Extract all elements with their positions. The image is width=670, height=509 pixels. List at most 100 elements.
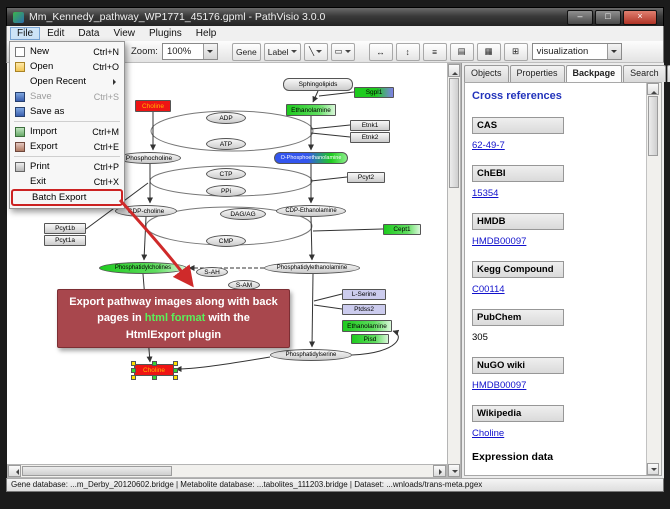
zoom-combobox[interactable]: 100%: [161, 43, 218, 60]
node-cept1[interactable]: Cept1: [383, 224, 421, 235]
tool--[interactable]: ▭: [330, 42, 355, 61]
tab-backpage[interactable]: Backpage: [565, 65, 623, 82]
scroll-right-button[interactable]: [433, 465, 446, 477]
tab-legend[interactable]: Legend: [666, 65, 670, 82]
visualization-combobox[interactable]: visualization: [531, 43, 622, 60]
status-bar: Gene database: ...m_Derby_20120602.bridg…: [6, 478, 664, 492]
node-choline-top[interactable]: Choline: [135, 100, 171, 112]
menu-item-save-as[interactable]: Save as: [11, 104, 123, 119]
selection-handle[interactable]: [131, 368, 136, 373]
selection-handle[interactable]: [173, 375, 178, 380]
canvas-vertical-scrollbar[interactable]: [447, 63, 461, 478]
annotation-line1: Export pathway images along with back: [69, 295, 278, 308]
node-phosphatidylethanolamine[interactable]: Phosphatidylethanolamine: [264, 262, 360, 274]
maximize-button[interactable]: □: [595, 9, 621, 25]
scroll-up-button[interactable]: [647, 83, 659, 95]
menu-data[interactable]: Data: [78, 28, 100, 39]
node-ethanolamine-top[interactable]: Ethanolamine: [286, 104, 336, 116]
node-ppi[interactable]: PPi: [206, 185, 246, 197]
node-adp[interactable]: ADP: [206, 112, 246, 124]
node-phosphatidylserine[interactable]: Phosphatidylserine: [270, 349, 352, 361]
scroll-thumb[interactable]: [449, 78, 459, 188]
chevron-down-icon[interactable]: [606, 44, 621, 59]
node-sphingolipids[interactable]: Sphingolipids: [283, 78, 353, 91]
crossref-link[interactable]: Choline: [472, 428, 505, 439]
menu-item-batch-export[interactable]: Batch Export: [11, 189, 123, 206]
node-l-serine[interactable]: L-Serine: [342, 289, 386, 300]
tool-gene[interactable]: Gene: [231, 42, 261, 61]
selection-handle[interactable]: [131, 375, 136, 380]
crossref-link[interactable]: 15354: [472, 188, 499, 199]
menu-plugins[interactable]: Plugins: [148, 28, 182, 39]
panel-scrollbar[interactable]: [646, 83, 661, 475]
node-pcyt1b[interactable]: Pcyt1b: [44, 223, 86, 234]
node-sgpl1[interactable]: Sgpl1: [354, 87, 394, 98]
scroll-thumb[interactable]: [22, 466, 172, 476]
node-ethanolamine-bottom[interactable]: Ethanolamine: [342, 320, 392, 332]
canvas-horizontal-scrollbar[interactable]: [7, 464, 447, 478]
tab-objects[interactable]: Objects: [464, 65, 509, 82]
toolbar-icon-5[interactable]: ⊞: [503, 42, 528, 61]
minimize-button[interactable]: –: [567, 9, 593, 25]
crossref-link[interactable]: C00114: [472, 284, 505, 295]
selection-handle[interactable]: [173, 368, 178, 373]
visualization-value: visualization: [536, 46, 589, 57]
node-choline-bottom[interactable]: Choline: [131, 361, 178, 380]
selection-handle[interactable]: [152, 375, 157, 380]
scroll-down-button[interactable]: [448, 464, 460, 477]
node-ptdss2[interactable]: Ptdss2: [342, 304, 386, 315]
tool-label[interactable]: Label: [263, 42, 301, 61]
chevron-down-icon[interactable]: [202, 44, 217, 59]
toolbar-glyph-icon: ⊞: [512, 46, 520, 56]
node-phosphatidylcholines[interactable]: Phosphatidylcholines: [99, 262, 187, 274]
node-atp[interactable]: ATP: [206, 138, 246, 150]
node-etnk2[interactable]: Etnk2: [350, 132, 390, 143]
crossref-link[interactable]: HMDB00097: [472, 236, 527, 247]
toolbar-icon-3[interactable]: ▤: [449, 42, 474, 61]
node-pisd[interactable]: Pisd: [351, 334, 389, 344]
menu-item-open-recent[interactable]: Open Recent: [11, 74, 123, 89]
selection-handle[interactable]: [152, 361, 157, 366]
node-pcyt1a[interactable]: Pcyt1a: [44, 235, 86, 246]
tab-properties[interactable]: Properties: [509, 65, 565, 82]
node-cdp-ethanolamine[interactable]: CDP-Ethanolamine: [276, 205, 346, 217]
node-s-ah[interactable]: S-AH: [196, 267, 228, 277]
node-dag-ag[interactable]: DAG/AG: [220, 208, 266, 220]
selection-handle[interactable]: [173, 361, 178, 366]
tab-search[interactable]: Search: [623, 65, 666, 82]
toolbar-icon-0[interactable]: ↔: [368, 42, 393, 61]
crossref-link[interactable]: HMDB00097: [472, 380, 527, 391]
close-button[interactable]: ×: [623, 9, 657, 25]
crossref-link[interactable]: 62-49-7: [472, 140, 505, 151]
node-phosphocholine[interactable]: Phosphocholine: [117, 152, 181, 164]
node-ctp[interactable]: CTP: [206, 168, 246, 180]
scroll-down-button[interactable]: [647, 463, 659, 475]
menu-help[interactable]: Help: [195, 28, 217, 39]
node-cmp[interactable]: CMP: [206, 235, 246, 247]
node-pcyt2[interactable]: Pcyt2: [347, 172, 385, 183]
scroll-thumb[interactable]: [648, 96, 658, 156]
new-icon: [15, 46, 25, 57]
node-etnk1[interactable]: Etnk1: [350, 120, 390, 131]
tool--[interactable]: ╲: [303, 42, 328, 61]
scroll-up-button[interactable]: [448, 64, 460, 77]
toolbar-icon-2[interactable]: ≡: [422, 42, 447, 61]
node-o-phosphoethanolamine[interactable]: O-Phosphoethanolamine: [274, 152, 348, 164]
zoom-label: Zoom:: [131, 46, 158, 57]
menu-view[interactable]: View: [113, 28, 135, 39]
selection-handle[interactable]: [131, 361, 136, 366]
toolbar-icon-1[interactable]: ↕: [395, 42, 420, 61]
toolbar-icon-4[interactable]: ▦: [476, 42, 501, 61]
menu-file[interactable]: File: [10, 27, 41, 40]
menu-edit[interactable]: Edit: [47, 28, 65, 39]
scroll-left-button[interactable]: [8, 465, 21, 477]
